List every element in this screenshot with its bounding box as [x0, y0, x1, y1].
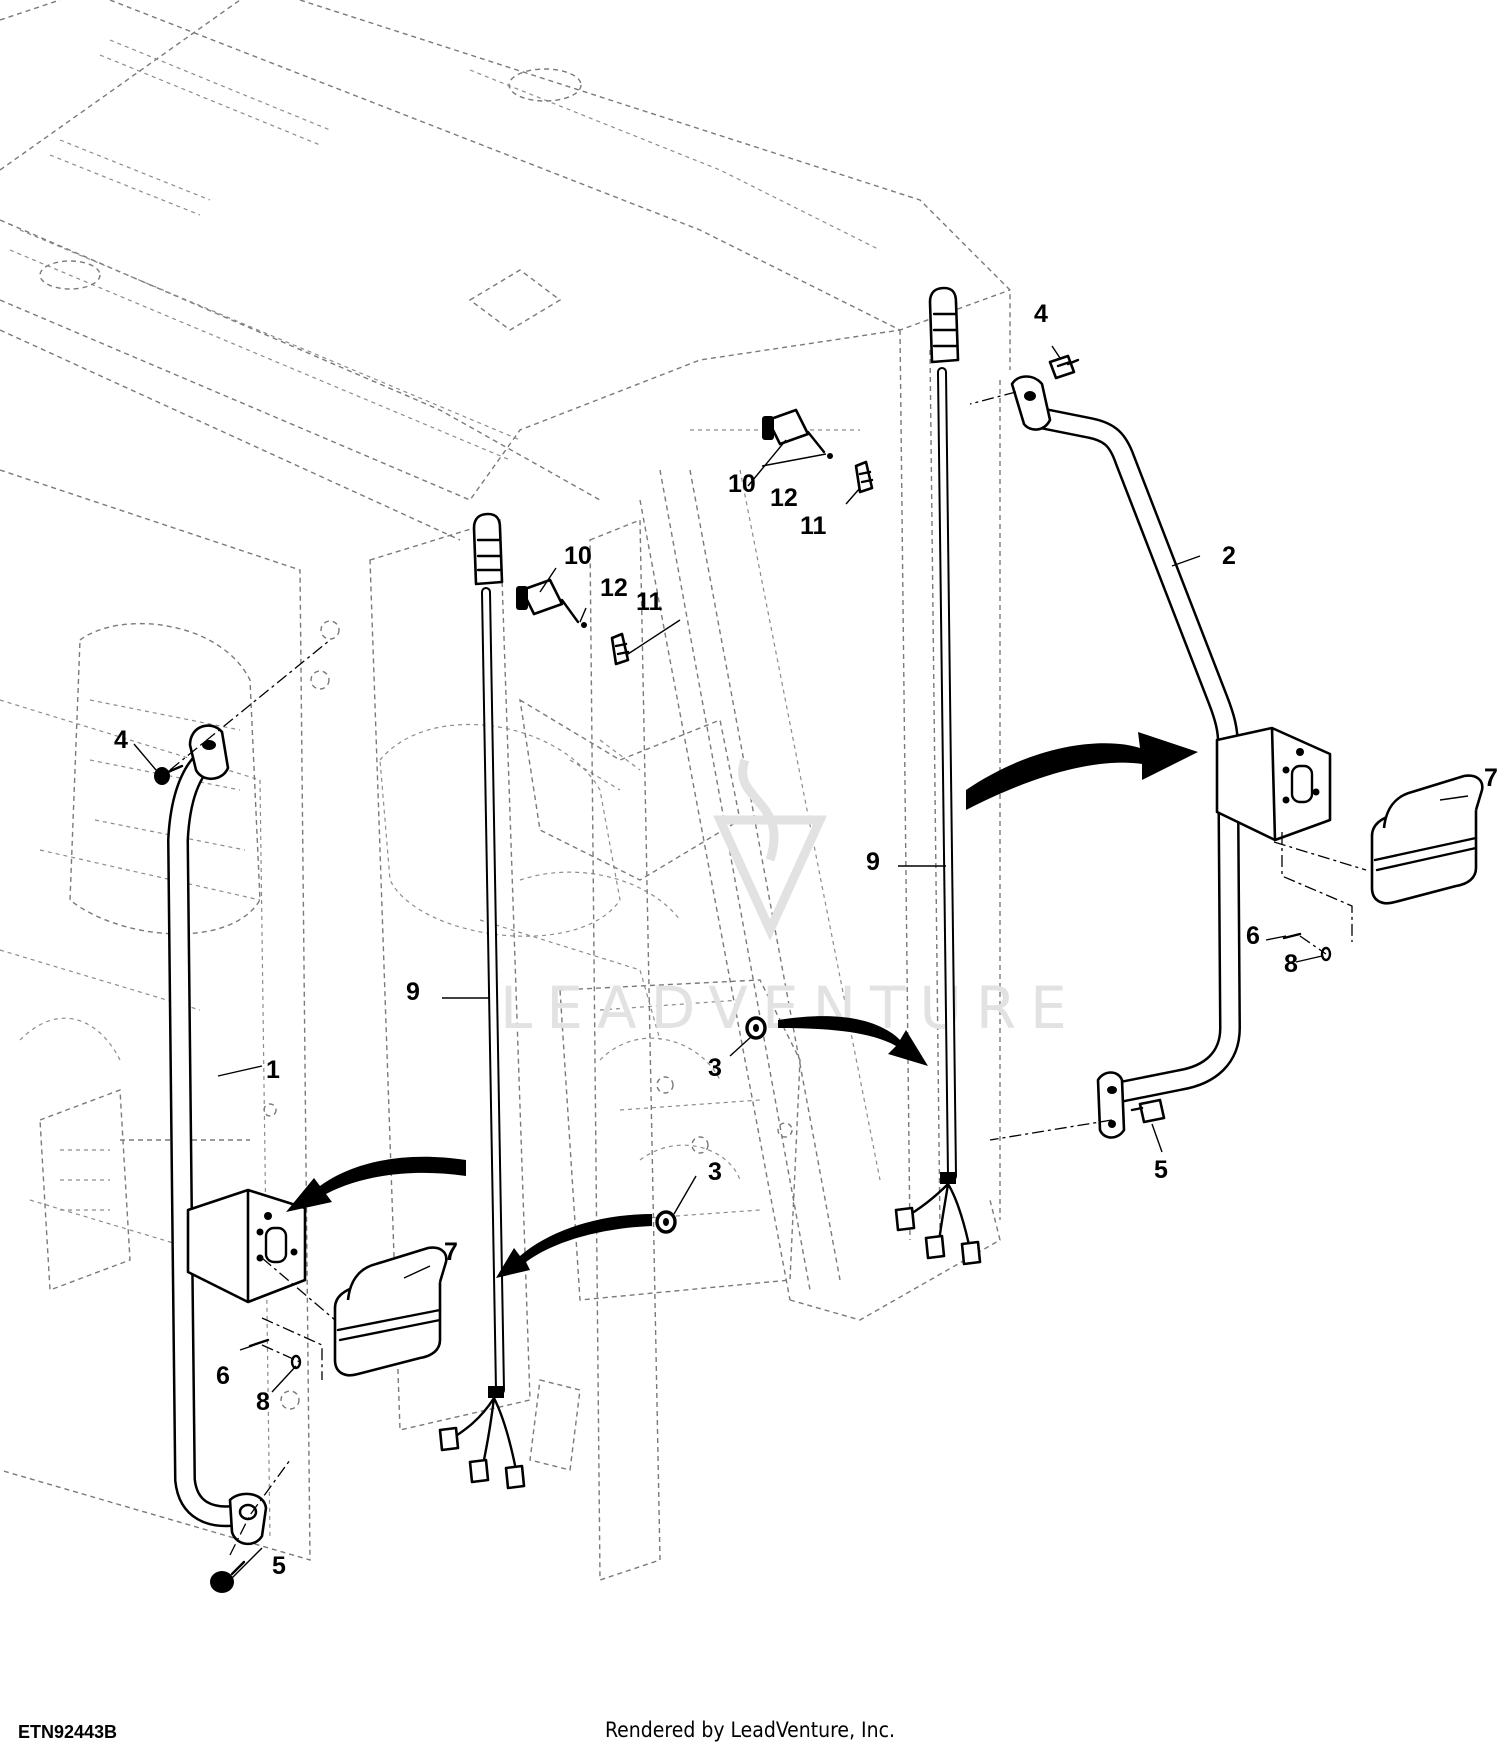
bolt-5-left [210, 1560, 246, 1593]
assembly-lines [169, 391, 1367, 1556]
bolt-4-right [1048, 354, 1080, 380]
connector-kit-right [762, 408, 874, 494]
callout-part-3-upper: 3 [708, 1054, 722, 1082]
watermark-logo [713, 758, 827, 941]
callout-numbers: 1 2 3 3 4 4 5 5 6 6 7 7 8 8 9 9 10 10 11… [114, 300, 1498, 1580]
callout-part-5-right: 5 [1154, 1156, 1168, 1184]
bolt-4-left [154, 764, 184, 785]
callout-part-7-left: 7 [444, 1238, 458, 1266]
left-work-light [333, 1246, 448, 1377]
callout-part-10-left: 10 [564, 542, 592, 570]
callout-part-4-left: 4 [114, 726, 128, 754]
screw-6-left [248, 1338, 270, 1348]
callout-part-4-right: 4 [1034, 300, 1048, 328]
callout-part-6-left: 6 [216, 1362, 230, 1390]
callout-part-7-right: 7 [1484, 764, 1498, 792]
left-mounting-tube [167, 724, 307, 1546]
callout-part-3-lower: 3 [708, 1158, 722, 1186]
hardware [154, 354, 1332, 1593]
screw-6-right [1282, 932, 1302, 940]
callout-part-11-left: 11 [636, 588, 663, 616]
grommet-3-upper [745, 1016, 767, 1040]
arrow-grommet-to-left-harness [496, 1214, 652, 1278]
callout-part-8-left: 8 [256, 1388, 270, 1416]
callout-part-11-right: 11 [800, 512, 827, 540]
callout-leaders [133, 345, 1469, 1583]
callout-part-10-right: 10 [728, 470, 756, 498]
render-credit: Rendered by LeadVenture, Inc. [605, 1718, 895, 1742]
watermark-text: LEADVENTURE [500, 974, 1081, 1042]
right-work-light [1370, 774, 1484, 905]
connector-kit-left [516, 578, 630, 666]
callout-part-1: 1 [266, 1056, 280, 1084]
grommet-3-lower [655, 1210, 677, 1234]
figure-id: ETN92443B [18, 1722, 118, 1742]
callout-part-8-right: 8 [1284, 950, 1298, 978]
callout-part-6-right: 6 [1246, 922, 1260, 950]
arrow-harness-to-left-bracket [286, 1156, 466, 1212]
cab-outline [0, 0, 1011, 1581]
bolt-5-right [1130, 1098, 1166, 1124]
callout-part-9-right: 9 [866, 848, 880, 876]
arrow-harness-to-right-bracket [966, 732, 1198, 810]
callout-part-9-left: 9 [406, 978, 420, 1006]
arrow-grommet-to-right-harness [778, 1016, 928, 1066]
callout-part-12-left: 12 [600, 574, 628, 602]
right-mounting-tube [1010, 375, 1332, 1139]
routing-arrows [286, 732, 1198, 1278]
callout-part-12-right: 12 [770, 484, 798, 512]
callout-part-5-left: 5 [272, 1552, 286, 1580]
left-wiring-harness [438, 512, 526, 1490]
callout-part-2: 2 [1222, 542, 1236, 570]
right-wiring-harness [894, 286, 982, 1266]
